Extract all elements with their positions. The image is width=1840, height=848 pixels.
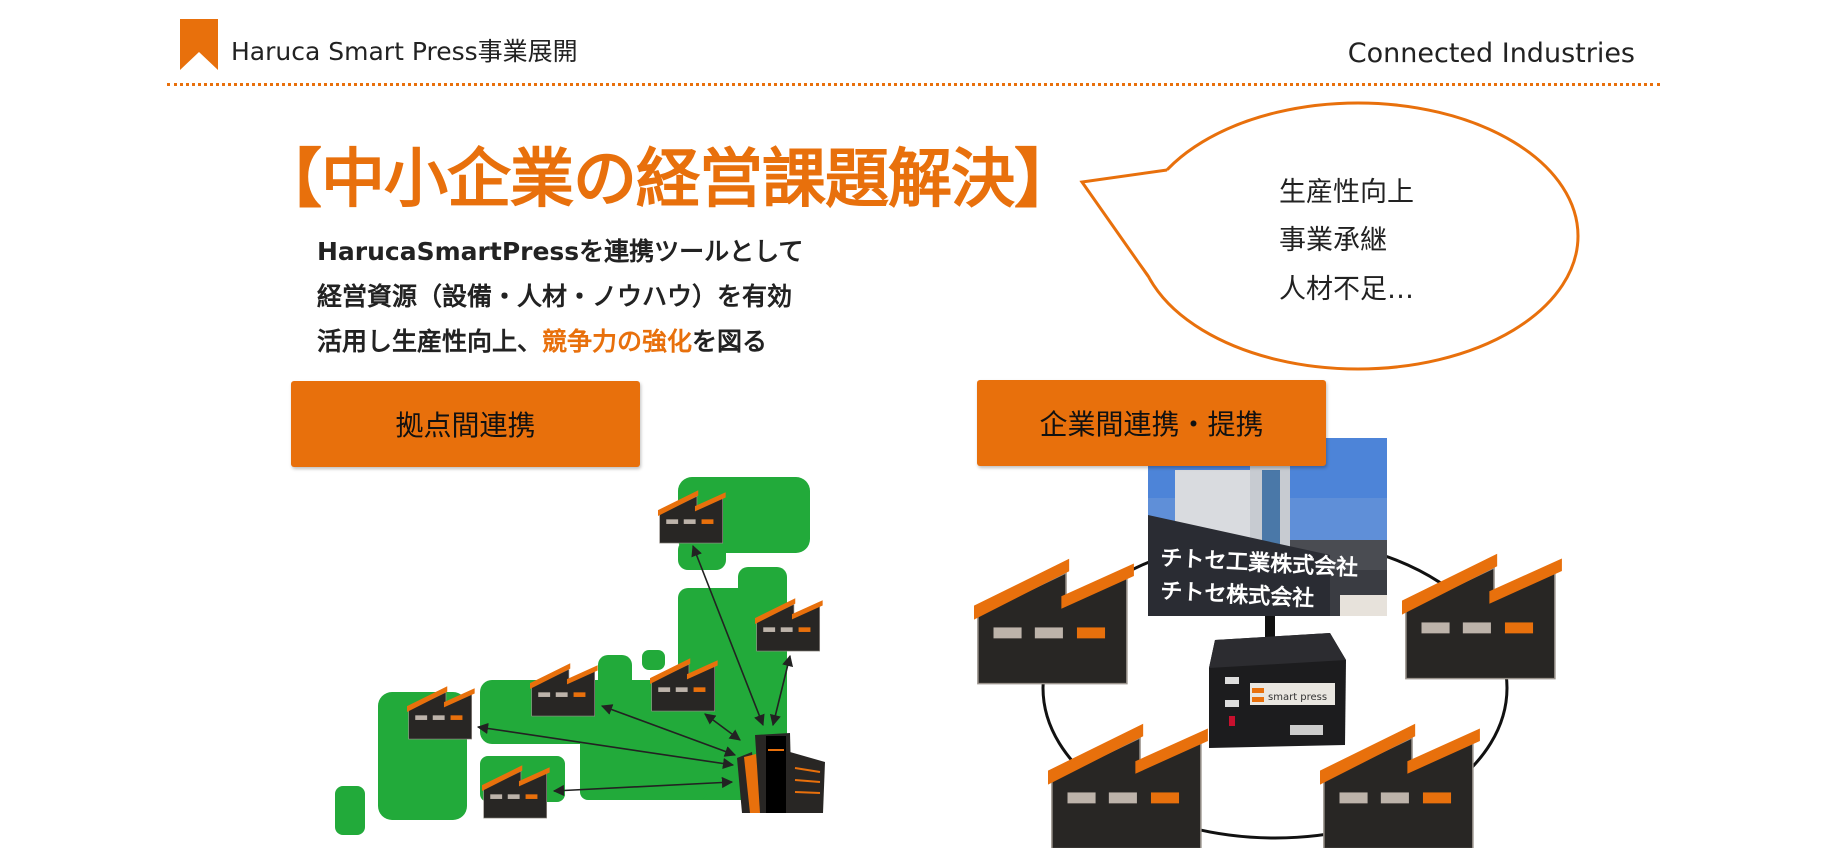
device-label: smart press bbox=[1268, 692, 1327, 703]
connection-arrows bbox=[476, 544, 794, 797]
company-photo: チトセ工業株式会社 チトセ株式会社 bbox=[1148, 438, 1387, 616]
japan-map bbox=[335, 477, 810, 835]
factory-icon bbox=[657, 489, 726, 544]
bubble-item: 事業承継 bbox=[1279, 225, 1387, 256]
body-line-3-prefix: 活用し生産性向上、 bbox=[317, 327, 543, 356]
body-line-3: 活用し生産性向上、競争力の強化を図る bbox=[317, 322, 767, 358]
speech-bubble bbox=[1079, 101, 1580, 371]
headquarters-building-icon bbox=[737, 733, 825, 813]
factory-icon bbox=[973, 558, 1135, 685]
smart-press-device: smart press bbox=[1209, 616, 1346, 748]
body-line-2: 経営資源（設備・人材・ノウハウ）を有効 bbox=[317, 282, 793, 311]
body-line-3-highlight: 競争力の強化 bbox=[542, 327, 693, 356]
body-line-3-suffix: を図る bbox=[692, 327, 768, 356]
body-line-1: HarucaSmartPressを連携ツールとして bbox=[317, 237, 804, 266]
bubble-item: 生産性向上 bbox=[1279, 177, 1414, 208]
header-right-label: Connected Industries bbox=[1347, 38, 1635, 69]
header-divider bbox=[167, 83, 1660, 86]
section-label-inter-site: 拠点間連携 bbox=[291, 381, 640, 467]
bookmark-icon bbox=[180, 19, 218, 70]
section-label-text: 企業間連携・提携 bbox=[1039, 408, 1264, 441]
factory-icon bbox=[529, 662, 598, 717]
header-title: Haruca Smart Press事業展開 bbox=[231, 37, 578, 66]
factory-icon bbox=[1047, 723, 1209, 848]
headline: 【中小企業の経営課題解決】 bbox=[258, 143, 1078, 217]
section-label-text: 拠点間連携 bbox=[395, 409, 536, 442]
section-label-inter-company: 企業間連携・提携 bbox=[977, 380, 1326, 466]
bubble-item: 人材不足… bbox=[1279, 274, 1414, 305]
